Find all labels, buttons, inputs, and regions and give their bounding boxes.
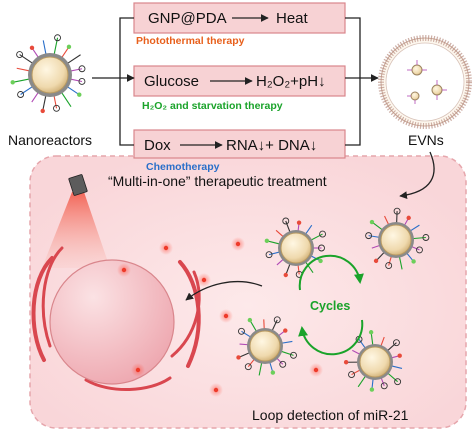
er-membrane [31, 256, 54, 362]
nanoreactor-particle [343, 330, 403, 392]
tumor-cell [31, 246, 201, 391]
pathway-input: Glucose [144, 73, 199, 90]
nanoreactor-particle [10, 34, 86, 114]
pathway-input: GNP@PDA [148, 10, 227, 27]
pathway-chemotherapy: Dox RNA↓+ DNA↓ Chemotherapy [133, 129, 346, 173]
release-arrow [185, 280, 263, 301]
cycles-label: Cycles [310, 299, 350, 313]
left-bracket [92, 17, 135, 146]
heat-dots [117, 237, 323, 397]
treatment-title: “Multi-in-one” therapeutic treatment [108, 173, 327, 189]
ligand-strands [10, 34, 86, 114]
therapy-label: Photothermal therapy [136, 35, 245, 47]
er-membrane [170, 270, 201, 358]
nanoreactor-particle [236, 316, 297, 376]
er-membrane [41, 246, 64, 348]
cycle-particles [236, 207, 430, 392]
nanoreactors-label: Nanoreactors [8, 132, 92, 148]
pathway-output: Heat [276, 10, 309, 27]
nanoreactor-particle [264, 217, 327, 278]
pathway-output: H₂O₂+pH↓ [256, 73, 326, 90]
therapy-label: Chemotherapy [146, 161, 220, 173]
nucleus [49, 259, 175, 385]
evn-to-cell-arrow [399, 151, 435, 199]
pathway-output: RNA↓+ DNA↓ [226, 137, 317, 154]
loop-detection-label: Loop detection of miR-21 [252, 407, 409, 423]
evn-inner-particles [407, 60, 447, 104]
pathway-box [133, 129, 346, 159]
right-bracket [345, 17, 379, 146]
er-membrane [84, 376, 172, 391]
pathway-input: Dox [144, 137, 171, 154]
evns-label: EVNs [408, 132, 444, 148]
cycles-icon [298, 254, 364, 356]
evn-vesicle [378, 35, 472, 129]
pathway-starvation: Glucose H₂O₂+pH↓ H₂O₂ and starvation the… [133, 65, 346, 112]
pathway-photothermal: GNP@PDA Heat Photothermal therapy [133, 2, 346, 47]
therapy-label: H₂O₂ and starvation therapy [142, 100, 283, 112]
nanoreactor-particle [365, 207, 430, 270]
